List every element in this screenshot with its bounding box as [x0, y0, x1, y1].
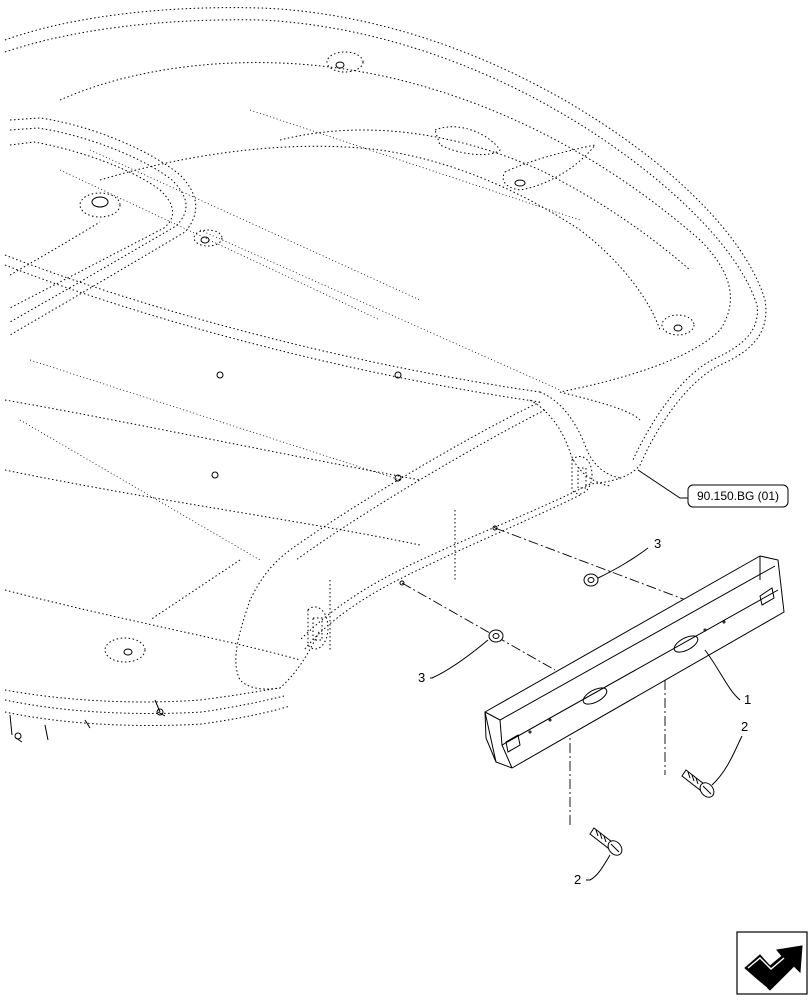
bolt-right — [681, 769, 715, 798]
next-page-arrow-icon[interactable] — [736, 931, 808, 995]
washer-right — [583, 573, 599, 587]
cab-roof — [4, 7, 767, 743]
bolt-left — [589, 827, 623, 856]
callout-number-2-left: 2 — [574, 872, 581, 887]
washer-left — [488, 629, 504, 643]
reference-callout: 90.150.BG (01) — [637, 469, 789, 508]
callout-number-1: 1 — [744, 692, 751, 707]
callout-number-3-right: 3 — [654, 536, 661, 551]
bracket-part — [484, 555, 785, 769]
reference-box[interactable] — [687, 484, 789, 508]
callout-number-2-right: 2 — [741, 719, 748, 734]
callouts: 1 2 2 3 3 — [418, 536, 751, 887]
callout-number-3-left: 3 — [418, 670, 425, 685]
reference-label: 90.150.BG (01) — [697, 489, 779, 503]
